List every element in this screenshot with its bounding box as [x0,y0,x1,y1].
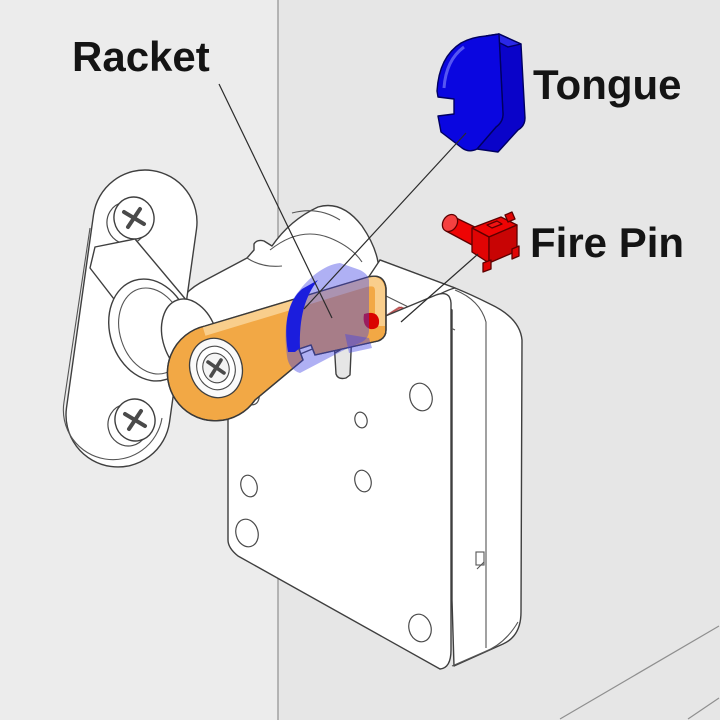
hidden-tongue-core [286,280,318,352]
mounting-plate [62,169,220,468]
plate-seam-line [454,289,487,648]
fire-pin-top-slot [486,220,503,229]
racket-leader-line [218,83,333,319]
phillips-screw-icon [206,358,226,378]
racket-label: Racket [72,33,210,80]
fire-pin-part [441,211,520,273]
tongue-leader-line [303,132,467,310]
housing-curve-3 [246,257,283,267]
housing-curve-2 [291,210,341,221]
fire-pin-leader-line [400,253,479,323]
fire-pin-foot-1 [504,211,516,223]
leader-lines [218,83,479,323]
fire-pin-cylinder-cap [441,213,459,233]
hidden-fire-pin-core [363,312,380,330]
side-bottom-edge [451,621,519,667]
racket-arm-outline [166,275,387,422]
tongue-label: Tongue [533,61,682,108]
tongue-overlay-main [285,263,369,373]
screw-bottom [107,398,156,447]
floor-edge-line [559,625,720,720]
screw-top [106,196,155,245]
fire-pin-label: Fire Pin [530,219,684,266]
tongue-hidden-overlay [285,263,372,373]
racket-arm [166,275,387,422]
lock-body-front [227,292,452,670]
side-latch-mark [476,561,485,570]
fire-pin-foot-2 [511,245,520,260]
plate-thickness-edge [62,227,163,461]
labels: Racket Tongue Fire Pin [72,33,684,266]
tongue-part [436,33,526,153]
phillips-screw-icon [122,207,146,229]
lock-front-face [227,292,452,670]
tongue-front-face [436,33,504,152]
side-latch-slot [475,551,485,566]
tongue-overlay-streak [345,334,372,353]
phillips-screw-icon [123,409,147,431]
floor-edge-line-2 [687,697,720,720]
tongue-bevel-highlight [442,45,465,89]
fire-pin-foot-3 [482,259,492,273]
racket-arm-top-face [202,276,385,336]
